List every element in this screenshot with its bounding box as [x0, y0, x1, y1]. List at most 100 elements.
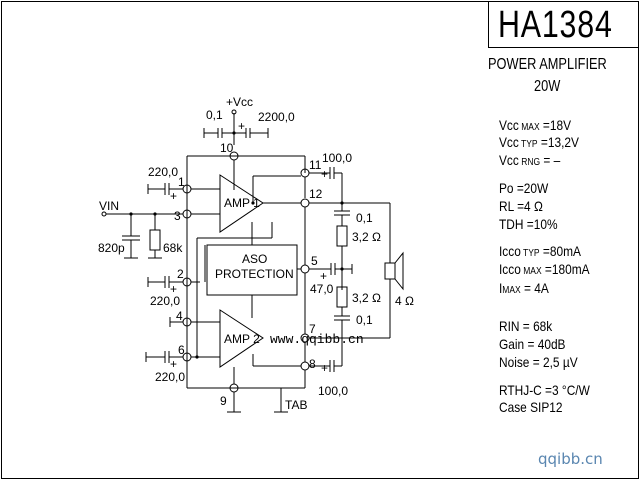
cap-vcc-small-label: 0,1	[206, 108, 223, 122]
junction-dots	[129, 131, 344, 359]
spec-subscript: MAX	[520, 266, 542, 277]
spec-row: TDH =10%	[499, 216, 558, 232]
pin-3-label: 3	[174, 209, 181, 223]
res-in-label: 68k	[163, 241, 183, 255]
cap-pin2-label: 220,0	[150, 294, 180, 308]
cap-vcc-big-label: 2200,0	[258, 110, 295, 124]
spec-row: Gain = 40dB	[499, 336, 565, 352]
spec-symbol: Case	[499, 399, 527, 415]
pin-10-node	[229, 151, 239, 161]
pin-7-node	[300, 333, 310, 343]
spec-row: RL =4 Ω	[499, 198, 543, 214]
spec-symbol: Vcc	[499, 117, 519, 133]
pin-2-label: 2	[177, 267, 184, 281]
spec-row: Noise = 2,5 µV	[499, 354, 578, 370]
spec-row: Icco MAX =180mA	[499, 261, 590, 277]
pin-8-node	[300, 361, 310, 371]
spec-row: Vcc MAX =18V	[499, 117, 571, 133]
plus-sign: +	[320, 269, 327, 283]
title-box	[488, 1, 638, 48]
pin-12-node	[300, 198, 310, 208]
pin-7-label: 7	[309, 322, 316, 336]
cap-in-label: 820p	[98, 241, 125, 255]
spec-value: = 2,5 µV	[529, 354, 578, 370]
spec-value: =20W	[513, 180, 549, 196]
spec-symbol: RIN	[499, 318, 520, 334]
cap-pin6-label: 220,0	[155, 370, 185, 384]
spec-row: Case SIP12	[499, 399, 563, 415]
spec-subscript: RNG	[518, 157, 541, 168]
spec-value: =10%	[523, 216, 558, 232]
spec-row: Vcc RNG = –	[499, 152, 560, 168]
pin-12-label: 12	[309, 187, 323, 201]
power-rating: 20W	[534, 78, 561, 95]
spec-row: IMAX = 4A	[499, 280, 549, 296]
spec-symbol: Po	[499, 180, 514, 196]
pin-5-label: 5	[311, 254, 318, 268]
pin-9-label: 9	[220, 394, 227, 408]
spec-symbol: Icco	[499, 261, 521, 277]
pin-11-label: 11	[309, 158, 322, 172]
spec-value: =18V	[539, 117, 572, 133]
subtitle: POWER AMPLIFIER	[488, 56, 607, 73]
res-zobel2-label: 3,2 Ω	[352, 291, 381, 305]
speaker-label: 4 Ω	[395, 294, 414, 308]
cap-pin1-label: 220,0	[148, 165, 178, 179]
spec-value: =180mA	[541, 261, 590, 277]
plus-sign: +	[238, 119, 245, 133]
watermark: qqibb.cn	[538, 450, 603, 468]
spec-value: = 4A	[520, 280, 549, 296]
pin-1-label: 1	[178, 175, 185, 189]
pin-1-node	[182, 184, 192, 194]
amp1-label: AMP 1	[224, 196, 260, 210]
protection-label: PROTECTION	[215, 267, 294, 281]
spec-symbol: Icco	[499, 243, 521, 259]
spec-subscript: MAX	[518, 122, 540, 133]
spec-value: =3 °C/W	[541, 382, 590, 398]
pin-9-node	[229, 383, 239, 393]
pin-6-node	[182, 352, 192, 362]
tab-label: TAB	[285, 398, 307, 412]
spec-row: Po =20W	[499, 180, 548, 196]
schematic-labels: +Vcc 0,1 2200,0 + 10 220,0 1 + 3 VIN 820…	[98, 95, 414, 412]
spec-subscript: MAX	[502, 285, 521, 296]
spec-value: = 68k	[519, 318, 553, 334]
pin-4-label: 4	[176, 309, 183, 323]
wires	[106, 113, 404, 413]
spec-symbol: Noise	[499, 354, 530, 370]
spec-value: =13,2V	[537, 134, 579, 150]
spec-symbol: RL	[499, 198, 514, 214]
cap-zobel1-label: 0,1	[356, 211, 373, 225]
input-label: VIN	[99, 199, 119, 213]
vin-terminal	[101, 211, 107, 217]
amp2-label: AMP 2	[224, 332, 260, 346]
spec-symbol: Vcc	[499, 134, 519, 150]
pin-6-label: 6	[178, 343, 185, 357]
aso-label: ASO	[242, 252, 267, 266]
pin-10-label: 10	[220, 141, 234, 155]
vcc-terminal	[231, 109, 237, 115]
spec-value: = –	[540, 152, 561, 168]
plus-sign: +	[321, 361, 328, 375]
spec-value: =4 Ω	[513, 198, 543, 214]
spec-symbol: I	[499, 280, 503, 296]
pin-11-node	[300, 168, 310, 178]
pin-nodes	[101, 109, 310, 393]
plus-sign: +	[321, 167, 328, 181]
pin-8-label: 8	[309, 357, 316, 371]
pin-4-node	[182, 317, 192, 327]
spec-row: Vcc TYP =13,2V	[499, 134, 579, 150]
spec-value: SIP12	[526, 399, 563, 415]
spec-symbol: Gain	[499, 336, 525, 352]
spec-symbol: RTHJ-C	[499, 382, 542, 398]
res-zobel1-label: 3,2 Ω	[352, 230, 381, 244]
cap-pin8-label: 100,0	[318, 384, 348, 398]
spec-row: Icco TYP =80mA	[499, 243, 581, 259]
supply-label: +Vcc	[226, 95, 253, 109]
plus-sign: +	[170, 189, 177, 203]
plus-sign: +	[170, 357, 177, 371]
pin-2-node	[182, 277, 192, 287]
spec-row: RIN = 68k	[499, 318, 552, 334]
